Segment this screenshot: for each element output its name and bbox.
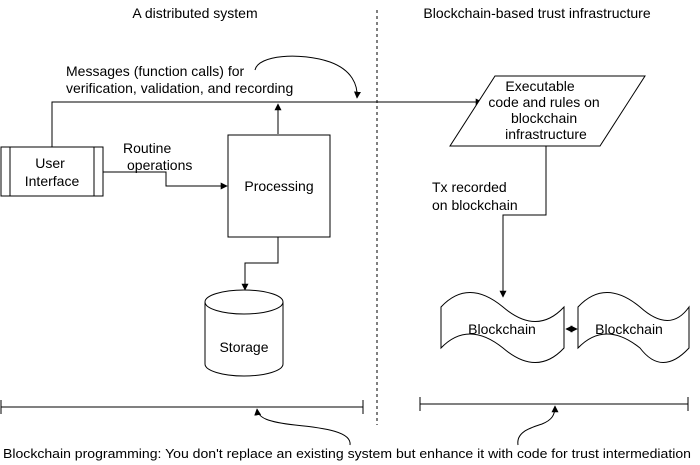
tx-label-line-2: on blockchain: [432, 197, 518, 213]
footer-caption: Blockchain programming: You don't replac…: [3, 447, 691, 461]
blockchain-right: Blockchain: [577, 292, 690, 363]
message-line: [51, 98, 483, 147]
user-interface-label-line-2: Interface: [25, 173, 80, 189]
tx-label-line-1: Tx recorded: [432, 179, 507, 195]
left-section-title: A distributed system: [132, 5, 257, 21]
messages-curved-arrow: [254, 55, 361, 99]
routine-label-line-1: Routine: [123, 140, 171, 156]
routine-operations-label: Routine operations: [123, 140, 192, 173]
messages-label-line-1: Messages (function calls) for: [66, 63, 245, 79]
processing-to-storage-arrow: [241, 237, 279, 291]
left-pointer-arrow: [254, 408, 351, 446]
user-interface-label-line-1: User: [35, 155, 65, 171]
tx-recorded-label: Tx recorded on blockchain: [432, 179, 518, 213]
right-section-title: Blockchain-based trust infrastructure: [423, 5, 650, 21]
blockchain-left-label: Blockchain: [468, 321, 536, 337]
left-bracket: [0, 400, 364, 414]
blockchain-left: Blockchain: [440, 292, 565, 363]
processing-label: Processing: [244, 178, 313, 194]
executable-label-line-2: code and rules on: [488, 94, 599, 110]
svg-text:User Interface: User Interface: [25, 155, 80, 189]
svg-text:Executable code and rule: Executable code and rules on blockchain …: [488, 78, 603, 142]
messages-label: Messages (function calls) for verificati…: [66, 63, 293, 96]
exec-to-blockchain-arrow: [499, 146, 547, 298]
user-interface-box: User Interface: [0, 146, 104, 197]
ui-to-processing-arrow: [103, 171, 228, 190]
messages-label-line-2: verification, validation, and recording: [66, 80, 293, 96]
right-pointer-arrow: [517, 405, 559, 446]
right-bracket: [419, 397, 689, 411]
executable-label-line-4: infrastructure: [505, 126, 587, 142]
blockchain-right-label: Blockchain: [595, 321, 663, 337]
executable-code-box: Executable code and rules on blockchain …: [449, 75, 646, 147]
executable-label-line-3: blockchain: [511, 110, 577, 126]
storage-label: Storage: [219, 339, 268, 355]
storage-cylinder: Storage: [204, 289, 284, 377]
routine-label-line-2: operations: [127, 157, 192, 173]
processing-box: Processing: [227, 134, 331, 238]
executable-label-line-1: Executable: [505, 78, 574, 94]
